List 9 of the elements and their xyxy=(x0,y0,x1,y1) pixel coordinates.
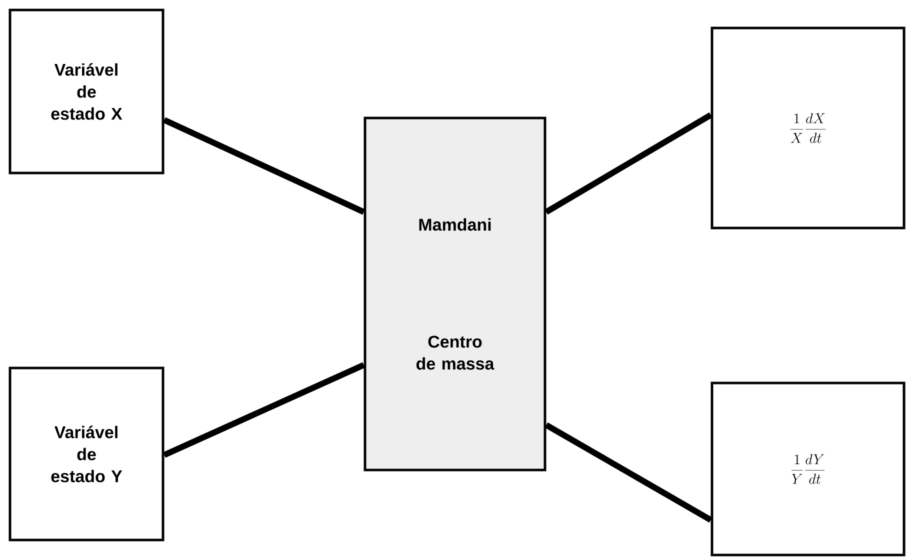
connector-line xyxy=(544,422,712,523)
connector-line xyxy=(544,112,712,215)
process-box: Mamdani Centro de massa xyxy=(364,116,546,472)
formula-box: $\frac{1}{X}\frac{dX}{dt}$ xyxy=(710,26,906,230)
connector-line xyxy=(163,117,366,215)
connector-line xyxy=(163,362,365,458)
process-box: Variável de estado Y xyxy=(8,366,164,542)
process-box: Variável de estado X xyxy=(8,8,164,174)
formula-box: $\frac{1}{Y}\frac{dY}{dt}$ xyxy=(710,382,906,556)
